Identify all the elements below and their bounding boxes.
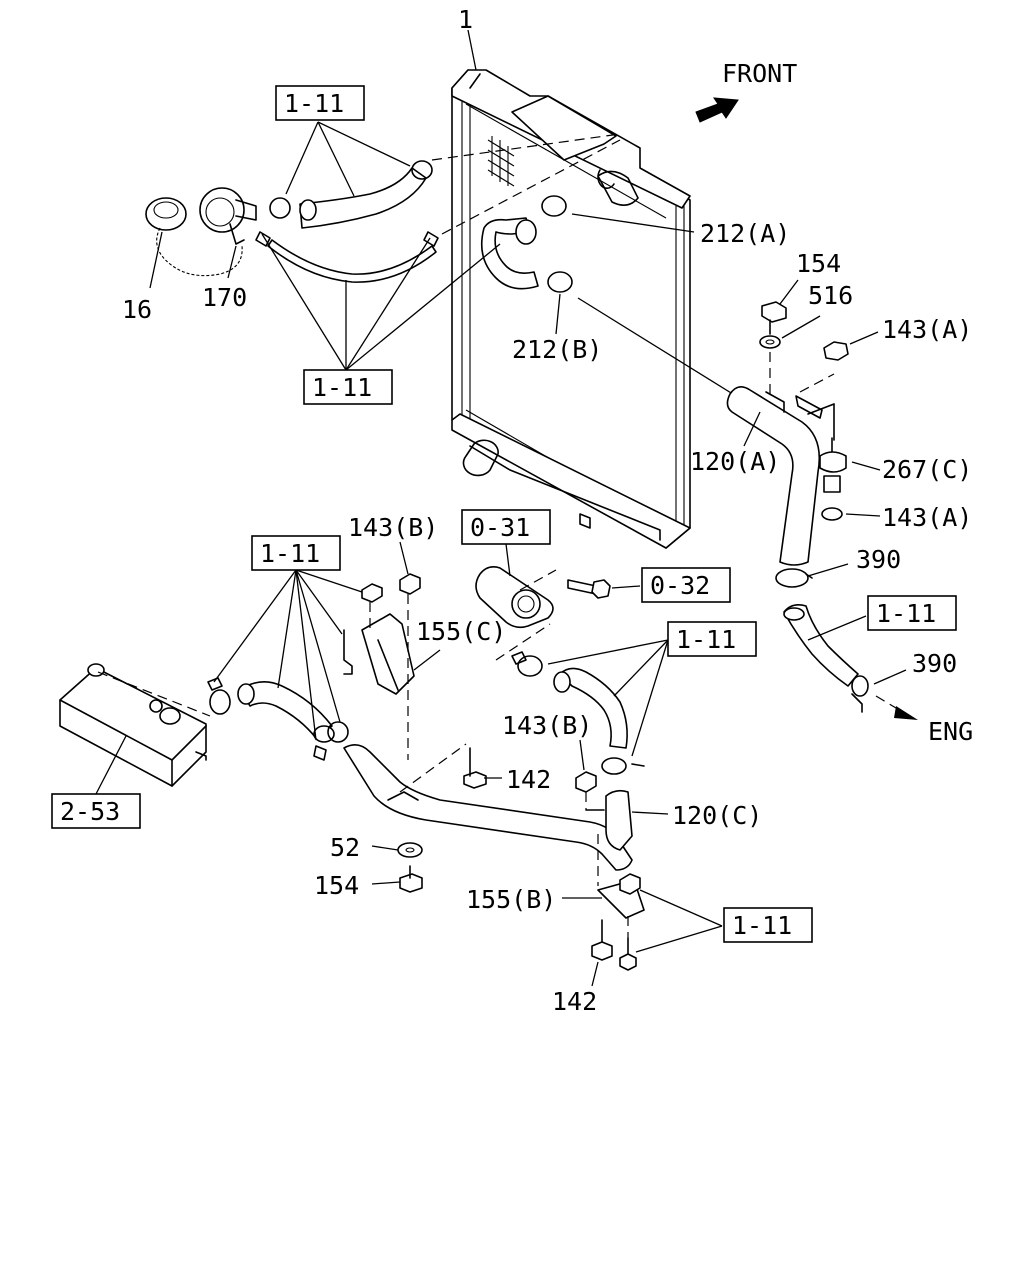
- clamp-390-upper: [775, 568, 813, 588]
- ref-label: 0-31: [470, 513, 530, 542]
- ref-label: 1-11: [676, 625, 736, 654]
- leader-lines: [95, 29, 907, 987]
- upper-hoses: [255, 133, 621, 283]
- ref-box-2-53[interactable]: 2-53: [51, 793, 141, 829]
- ref-label: 1-11: [284, 89, 344, 118]
- label-part-390-upper: 390: [856, 545, 901, 574]
- bracket-155c: [343, 573, 421, 760]
- bolt-142-bottom: [591, 916, 637, 971]
- label-part-52: 52: [330, 833, 360, 862]
- ref-box-1-11-lower-left[interactable]: 1-11: [251, 535, 341, 571]
- part-labels: 1 16 170 212(A) 212(B) 154 516 143(A) 12…: [122, 5, 972, 1016]
- label-part-267c: 267(C): [882, 455, 972, 484]
- engine-hose-right: [783, 604, 918, 720]
- bolt-032: [567, 579, 611, 599]
- ref-box-1-11-top[interactable]: 1-11: [275, 85, 365, 121]
- bolt-154-bottom: [399, 865, 423, 893]
- ref-label: 1-11: [732, 911, 792, 940]
- label-part-155c: 155(C): [416, 617, 506, 646]
- nut-143b-mid: [575, 771, 605, 811]
- label-part-16: 16: [122, 295, 152, 324]
- bolt-154-top: [759, 301, 787, 396]
- ref-label: 1-11: [312, 373, 372, 402]
- label-part-154-bottom: 154: [314, 871, 359, 900]
- washer-52: [397, 842, 423, 858]
- bracket-155b: [597, 873, 645, 919]
- thermostat-031: [475, 566, 557, 661]
- label-part-212a: 212(A): [700, 219, 790, 248]
- ref-box-0-31[interactable]: 0-31: [461, 509, 551, 545]
- reference-boxes: 1-11 1-11 1-11 1-11 1-11 1-11 0-31 0-32: [51, 85, 957, 943]
- ref-box-1-11-upper-left[interactable]: 1-11: [303, 369, 393, 405]
- ref-box-1-11-right[interactable]: 1-11: [867, 595, 957, 631]
- radiator: [451, 69, 691, 549]
- oil-cooler: [59, 663, 211, 787]
- label-part-170: 170: [202, 283, 247, 312]
- ref-label: 2-53: [60, 797, 120, 826]
- label-part-390-lower: 390: [912, 649, 957, 678]
- ref-label: 0-32: [650, 571, 710, 600]
- label-part-143b-top: 143(B): [348, 513, 438, 542]
- label-part-142-mid: 142: [506, 765, 551, 794]
- nut-143a-top: [823, 341, 849, 361]
- mount-267c: [819, 437, 847, 521]
- pipe-120a: [577, 297, 835, 566]
- hose-center: [511, 651, 645, 775]
- ref-label: 1-11: [876, 599, 936, 628]
- label-part-143a-bottom: 143(A): [882, 503, 972, 532]
- label-part-516: 516: [808, 281, 853, 310]
- label-part-212b: 212(B): [512, 335, 602, 364]
- front-label: FRONT: [722, 59, 797, 88]
- front-arrow-icon: [695, 97, 739, 123]
- middle-hose: [480, 169, 615, 293]
- label-part-142-bottom: 142: [552, 987, 597, 1016]
- label-part-143a-top: 143(A): [882, 315, 972, 344]
- pipe-120c: [343, 743, 633, 886]
- label-part-143b-mid: 143(B): [502, 711, 592, 740]
- ref-label: 1-11: [260, 539, 320, 568]
- label-part-1: 1: [458, 5, 473, 34]
- ref-box-0-32[interactable]: 0-32: [641, 567, 731, 603]
- lower-hose-left: [207, 677, 349, 761]
- ref-box-1-11-bottom[interactable]: 1-11: [723, 907, 813, 943]
- label-part-120a: 120(A): [690, 447, 780, 476]
- ref-box-1-11-center[interactable]: 1-11: [667, 621, 757, 657]
- bolt-142-mid: [463, 747, 487, 789]
- label-part-155b: 155(B): [466, 885, 556, 914]
- label-part-120c: 120(C): [672, 801, 762, 830]
- filler-neck: [199, 187, 257, 245]
- radiator-cap: [145, 197, 243, 277]
- label-part-154-top: 154: [796, 249, 841, 278]
- eng-label: ENG: [928, 717, 973, 746]
